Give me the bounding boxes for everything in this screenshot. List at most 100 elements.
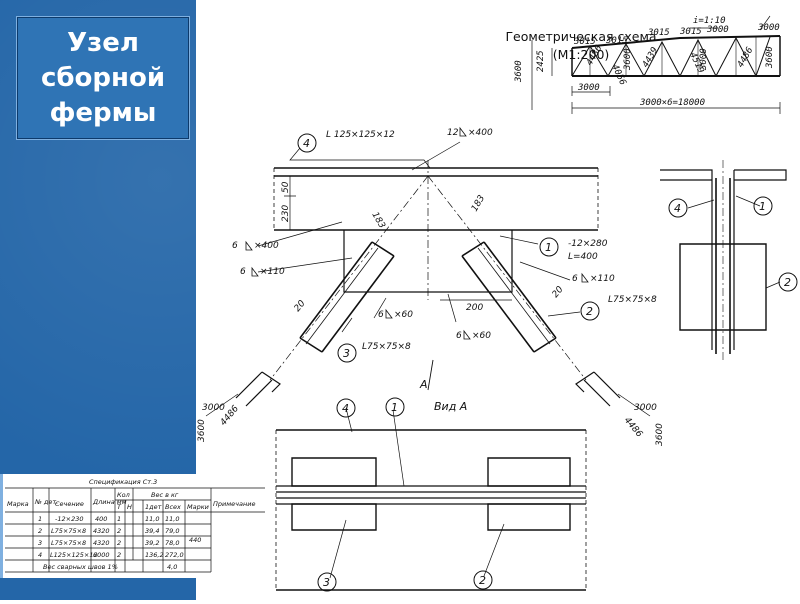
truss-node-drawing: 4 1 2 3 L 125×125×12 12 ×400 50 230 183 … [197,126,665,446]
top-weld-len: ×400 [468,128,493,138]
left-dim-3600: 3600 [197,419,207,442]
spec-cell: 2 [117,551,121,559]
scheme-height-total: 3600 [514,60,524,83]
scheme-span: 3000×6=18000 [639,98,705,108]
panel-label-6: 3000 [757,23,780,33]
spec-cell: 4320 [93,527,110,535]
weld-mid-left: 6 [378,310,384,320]
spec-cell: 11,0 [145,515,159,523]
gusset-size: -12×280 [568,239,608,249]
dim-20-right: 20 [551,285,566,300]
spec-cell: 272,0 [165,551,184,559]
weld-mid-right-len: ×60 [472,331,491,341]
brace-right-label: L75×75×8 [608,295,657,305]
diag-label-3: 3600 [623,48,633,71]
panel-label-5: 3000 [706,25,729,35]
spec-cell: 11,0 [165,515,179,523]
spec-cell: 39,4 [145,527,159,535]
dim-200: 200 [466,303,483,313]
callout-2-section: 2 [784,276,791,289]
spec-cell: 2 [117,527,121,535]
diag-label-7: 4486 [736,46,756,70]
title-line-3: фермы [49,97,157,128]
spec-sh-n: Н [127,503,132,511]
view-a: Вид А 4 1 3 2 [275,397,587,592]
geometric-scheme-title: Геометрическая схема (М1:200) [466,28,696,64]
spec-footer-value: 4,0 [167,563,177,571]
spec-cell: -12×230 [55,515,83,523]
diag-label-8: 3600 [765,46,775,69]
specification-table: Спецификация Ст.3 Марка № дет. Сечение Д… [0,474,265,578]
weld-left-a-len: ×400 [254,241,279,251]
spec-sh-one: 1дет [145,503,162,511]
brace-left-label: L75×75×8 [362,342,411,352]
spec-h-weight: Вес в кг [151,491,179,499]
weld-left-b-len: ×110 [260,267,285,277]
spec-cell: 1 [38,515,42,523]
right-dim-3600: 3600 [655,423,665,446]
callout-4-top: 4 [303,137,310,150]
spec-cell: 2 [38,527,42,535]
panel-label-1: 3015 [573,37,596,47]
callout-3-node: 3 [343,347,350,360]
dim-50: 50 [281,181,291,193]
title-line-1: Узел [67,27,139,58]
spec-cell: 400 [95,515,107,523]
panel-label-4: 3015 [679,27,702,37]
spec-cell: L75×75×8 [51,527,86,535]
top-chord-label: L 125×125×12 [326,130,395,140]
spec-sh-mark: Марки [187,503,209,511]
dim-183-right: 183 [470,193,487,213]
scheme-scale: (М1:200) [552,47,610,62]
spec-sh-all: Всех [165,503,181,511]
spec-cell: 39,2 [145,539,159,547]
callout-2-view: 2 [479,574,486,587]
scheme-slope: i=1:10 [693,16,726,26]
geometric-scheme: 3600 2425 i=1:10 3015 3015 3015 3015 300… [514,15,781,114]
spec-h-mark: Марка [7,500,29,508]
callout-3-view: 3 [323,576,330,589]
callout-2-node: 2 [586,305,593,318]
spec-cell: 3 [38,539,42,547]
spec-row-4: 4 L125×125×12 6000 2 136,2 272,0 [38,551,184,559]
spec-cell: 1 [117,515,121,523]
spec-total-mark: 440 [189,536,201,544]
weld-mid-right: 6 [456,331,462,341]
spec-h-qty: Кол [117,491,130,499]
scheme-height-end: 2425 [536,50,546,72]
view-a-title: Вид А [434,400,467,413]
spec-h-num: № дет. [34,498,58,506]
spec-cell: L75×75×8 [51,539,86,547]
spec-cell: 4 [38,551,42,559]
weld-left-b: 6 [240,267,246,277]
gusset-len: L=400 [568,252,598,262]
spec-cell: 4320 [93,539,110,547]
callout-1-node: 1 [545,241,552,254]
spec-cell: 2 [117,539,121,547]
spec-h-note: Примечание [213,500,255,508]
diag-label-6: 3000 [699,48,709,71]
right-dim-4486: 4486 [622,416,645,440]
top-weld-size: 12 [447,128,459,138]
callout-4-view: 4 [342,402,349,415]
technical-drawing: 3600 2425 i=1:10 3015 3015 3015 3015 300… [196,0,800,600]
view-arrow-a: A [419,378,428,391]
weld-right-b-len: ×110 [590,274,615,284]
weld-left-a: 6 [232,241,238,251]
spec-cell: L125×125×12 [50,551,98,559]
panel-label-2: 3015 [605,36,628,46]
spec-title: Спецификация Ст.3 [89,478,157,486]
title-line-2: сборной [40,62,166,93]
right-dim-3000: 3000 [634,403,657,413]
dim-230: 230 [281,205,291,222]
spec-cell: 136,2 [145,551,164,559]
spec-cell: 79,0 [165,527,179,535]
dim-20-left: 20 [293,299,308,314]
scheme-bottom-panel: 3000 [577,83,600,93]
panel-label-3: 3015 [647,28,670,38]
spec-h-section: Сечение [55,500,84,508]
spec-footer: Вес сварных швов 1% [43,563,118,571]
weld-mid-left-len: ×60 [394,310,413,320]
spec-row-1: 1 -12×230 400 1 11,0 11,0 [38,515,179,523]
slide-title-box: Узел сборной фермы [16,16,190,140]
